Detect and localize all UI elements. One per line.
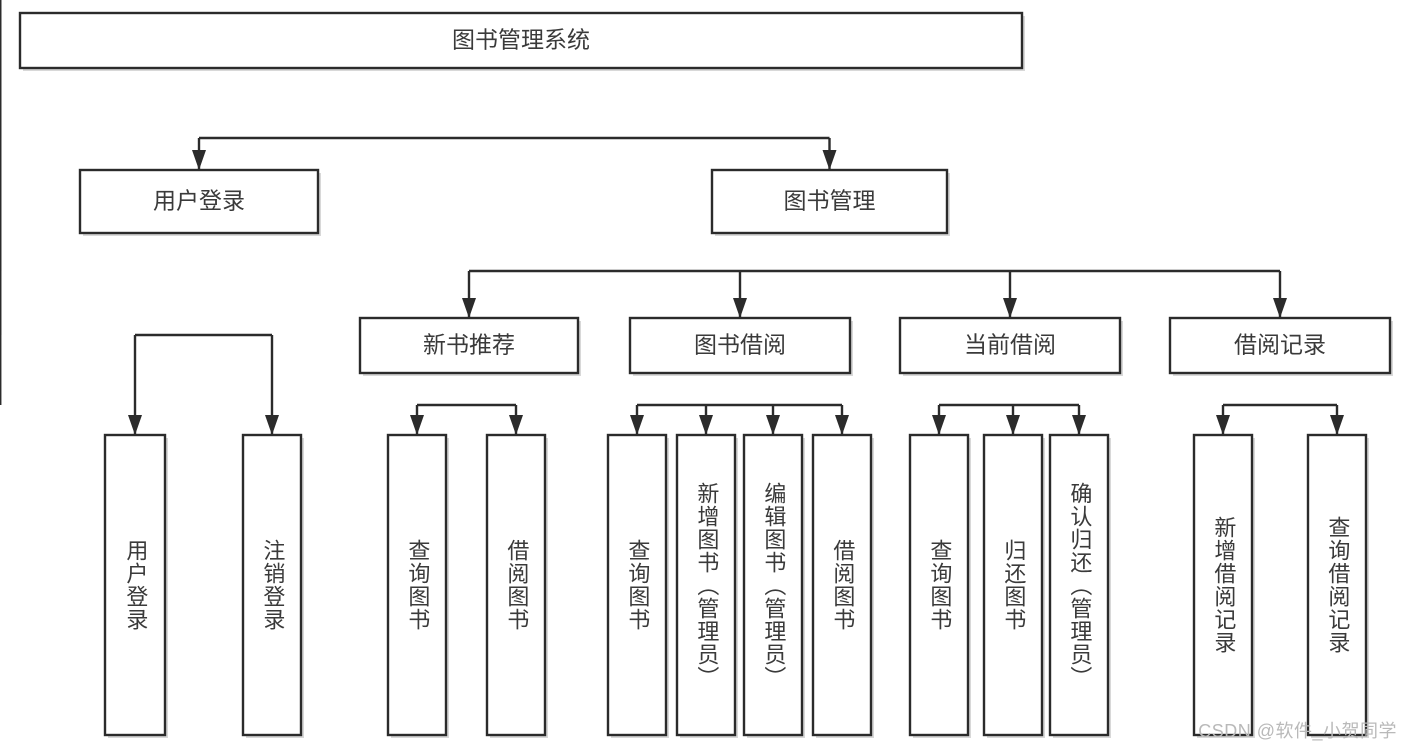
node-box-leaf-edit-book[interactable]	[742, 433, 804, 737]
node-label-user-login: 用户登录	[153, 188, 245, 214]
node-label-book-management: 图书管理	[784, 188, 876, 214]
arrow-down-icon	[410, 415, 424, 435]
arrow-down-icon	[509, 415, 523, 435]
node-box-leaf-return-book[interactable]	[982, 433, 1044, 737]
arrow-down-icon	[630, 415, 644, 435]
node-box-leaf-user-login[interactable]	[103, 433, 167, 737]
arrow-down-icon	[265, 415, 279, 435]
node-boxes	[18, 11, 1392, 737]
node-box-current-borrow[interactable]	[898, 316, 1122, 375]
arrow-down-icon	[128, 415, 142, 435]
node-box-leaf-query-record[interactable]	[1306, 433, 1368, 737]
arrow-down-icon	[1006, 415, 1020, 435]
node-box-borrow-records[interactable]	[1168, 316, 1392, 375]
arrow-down-icon	[1003, 298, 1017, 318]
node-box-leaf-query-book-1[interactable]	[386, 433, 448, 737]
node-box-user-login[interactable]	[78, 168, 320, 235]
node-label-borrow-records: 借阅记录	[1234, 332, 1326, 358]
node-box-leaf-add-book[interactable]	[675, 433, 737, 737]
node-box-leaf-add-record[interactable]	[1192, 433, 1254, 737]
arrow-down-icon	[835, 415, 849, 435]
arrow-down-icon	[766, 415, 780, 435]
node-box-book-borrow[interactable]	[628, 316, 852, 375]
arrow-down-icon	[822, 150, 837, 170]
arrow-down-icon	[462, 298, 476, 318]
node-box-leaf-borrow-book-1[interactable]	[485, 433, 547, 737]
node-label-book-borrow: 图书借阅	[694, 332, 786, 358]
node-box-book-management[interactable]	[710, 168, 949, 235]
arrow-down-icon	[1216, 415, 1230, 435]
arrow-down-icon	[699, 415, 713, 435]
node-box-root[interactable]	[18, 11, 1024, 70]
node-box-leaf-query-book-2[interactable]	[606, 433, 668, 737]
arrow-down-icon	[192, 150, 206, 170]
arrow-down-icon	[1330, 415, 1344, 435]
arrow-down-icon	[1273, 298, 1287, 318]
node-box-leaf-borrow-book-2[interactable]	[811, 433, 873, 737]
node-box-leaf-query-book-3[interactable]	[908, 433, 970, 737]
connector-lines	[0, 0, 1344, 435]
node-label-new-book-recommend: 新书推荐	[423, 332, 515, 358]
arrow-down-icon	[1072, 415, 1086, 435]
arrow-down-icon	[733, 298, 747, 318]
node-box-new-book-recommend[interactable]	[358, 316, 580, 375]
arrow-down-icon	[932, 415, 946, 435]
node-label-current-borrow: 当前借阅	[964, 332, 1056, 358]
node-box-leaf-confirm-return[interactable]	[1048, 433, 1110, 737]
node-label-root: 图书管理系统	[452, 27, 590, 53]
csdn-watermark: CSDN @软件_小贺同学	[1198, 721, 1397, 741]
node-box-leaf-logout[interactable]	[241, 433, 303, 737]
